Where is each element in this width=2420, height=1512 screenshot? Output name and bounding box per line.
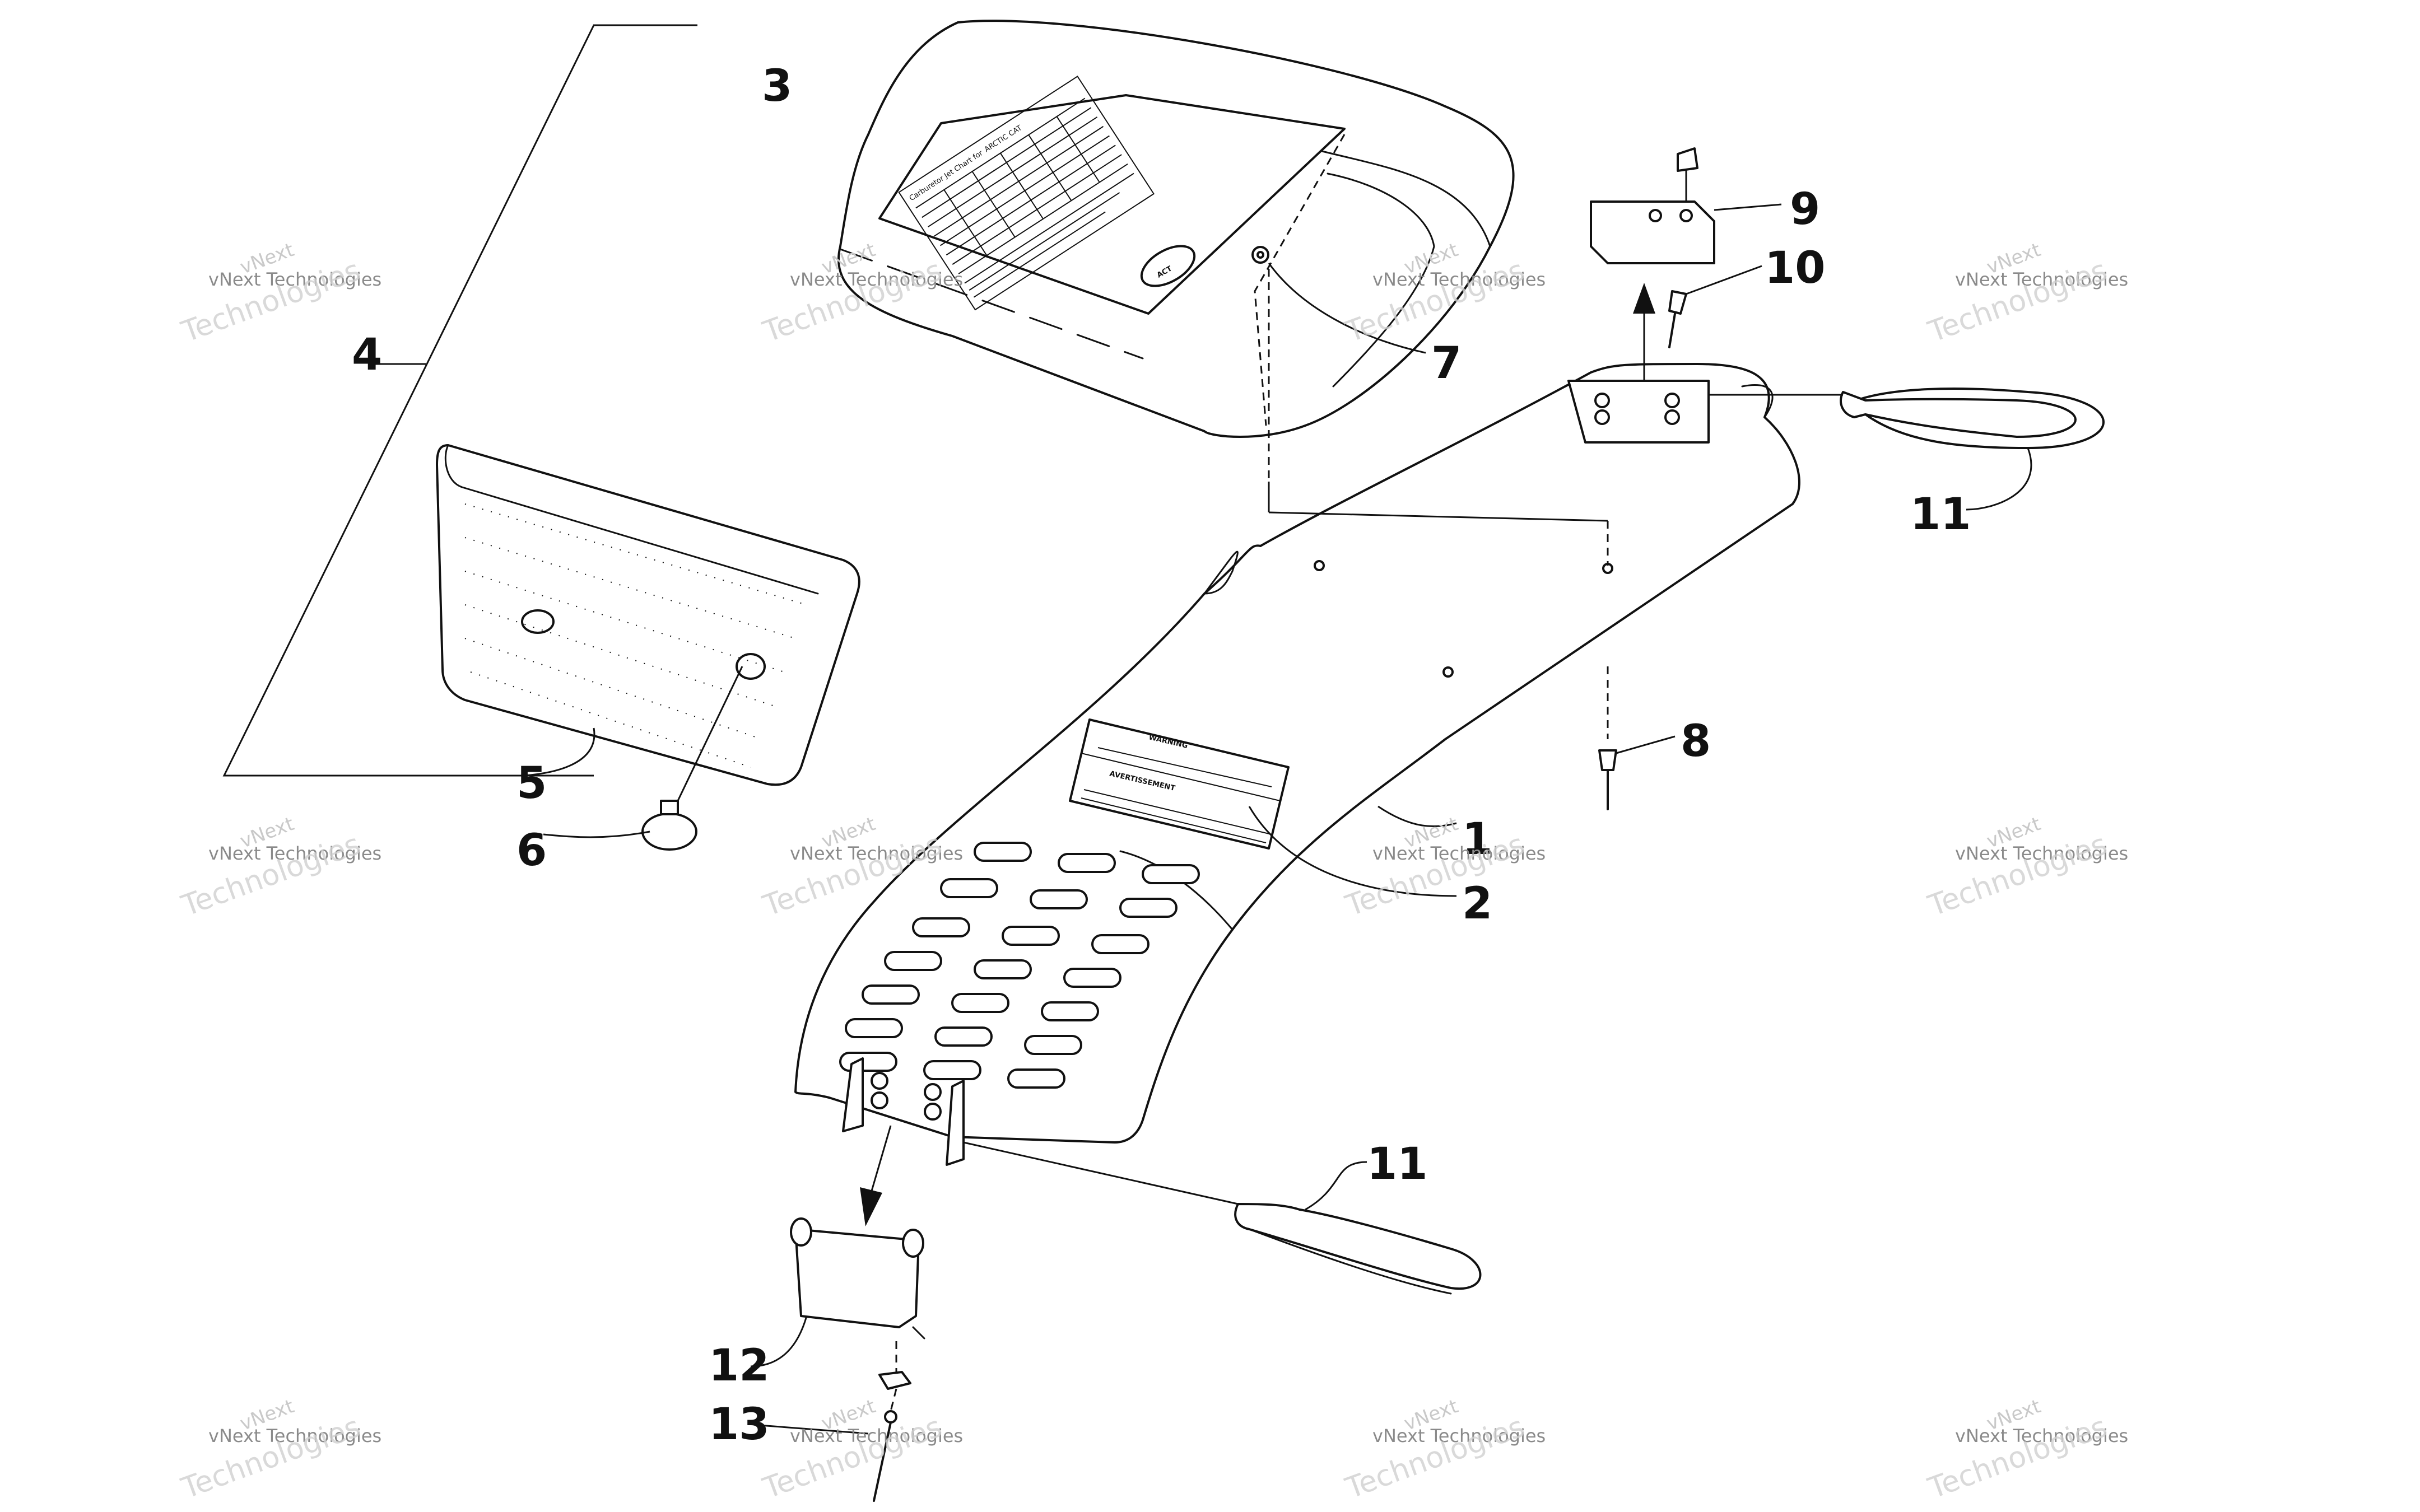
watermark-line: vNext Technologies [790, 1425, 964, 1446]
watermark-line: vNext Technologies [1372, 269, 1546, 290]
callout-11-front: 11 [1367, 1139, 1428, 1189]
callout-1: 1 [1462, 814, 1492, 865]
vent-slots [839, 842, 1200, 1089]
watermark-line: vNext Technologies [208, 269, 382, 290]
callout-6: 6 [516, 825, 547, 876]
watermark-line: vNext Technologies [208, 1425, 382, 1446]
callout-12: 12 [709, 1341, 770, 1391]
callout-2: 2 [1462, 879, 1492, 929]
part-10-rivet [1668, 265, 1762, 348]
callout-5: 5 [516, 758, 547, 809]
callout-3: 3 [762, 61, 792, 111]
assembly-bracket-4 [222, 24, 697, 777]
callout-7: 7 [1431, 338, 1462, 389]
watermark-line: vNext Technologies [1372, 1425, 1546, 1446]
part-12-hinge [750, 1217, 925, 1368]
callout-4: 4 [352, 330, 382, 380]
part-1-tray: WARNING AVERTISSEMENT [794, 283, 1800, 1226]
watermark-line: vNext Technologies [790, 843, 964, 864]
callout-10: 10 [1765, 243, 1826, 293]
part-5-foam-pad [436, 444, 860, 786]
callout-8: 8 [1681, 716, 1711, 767]
rear-bracket [1567, 283, 1710, 444]
watermark-line: vNext Technologies [1955, 269, 2129, 290]
callout-9: 9 [1790, 184, 1820, 235]
watermark-line: vNext Technologies [208, 843, 382, 864]
part-6-push-pin [641, 666, 743, 851]
part-11-handle-front [963, 1141, 1482, 1295]
part-3-cover: Carburetor Jet Chart for ARCTIC CAT [837, 20, 1515, 470]
watermark-line: vNext Technologies [1955, 1425, 2129, 1446]
jet-chart-decal: Carburetor Jet Chart for ARCTIC CAT [878, 76, 1346, 315]
part-2-warning-decal: WARNING AVERTISSEMENT [1069, 718, 1290, 850]
watermark-line: vNext Technologies [1372, 843, 1546, 864]
callout-labels: 1 2 3 4 5 6 7 8 9 10 11 11 12 13 [352, 61, 1971, 1450]
part-11-handle-rear [1709, 388, 2105, 511]
part-8-rivet [1598, 735, 1676, 810]
front-hinge [842, 1057, 965, 1226]
part-9-bracket [1590, 147, 1782, 264]
watermark-line: vNext Technologies [1955, 843, 2129, 864]
callout-13: 13 [709, 1399, 770, 1450]
part-13-pin [758, 1341, 911, 1502]
callout-11-rear: 11 [1910, 489, 1971, 540]
watermark-line: vNext Technologies [790, 269, 964, 290]
